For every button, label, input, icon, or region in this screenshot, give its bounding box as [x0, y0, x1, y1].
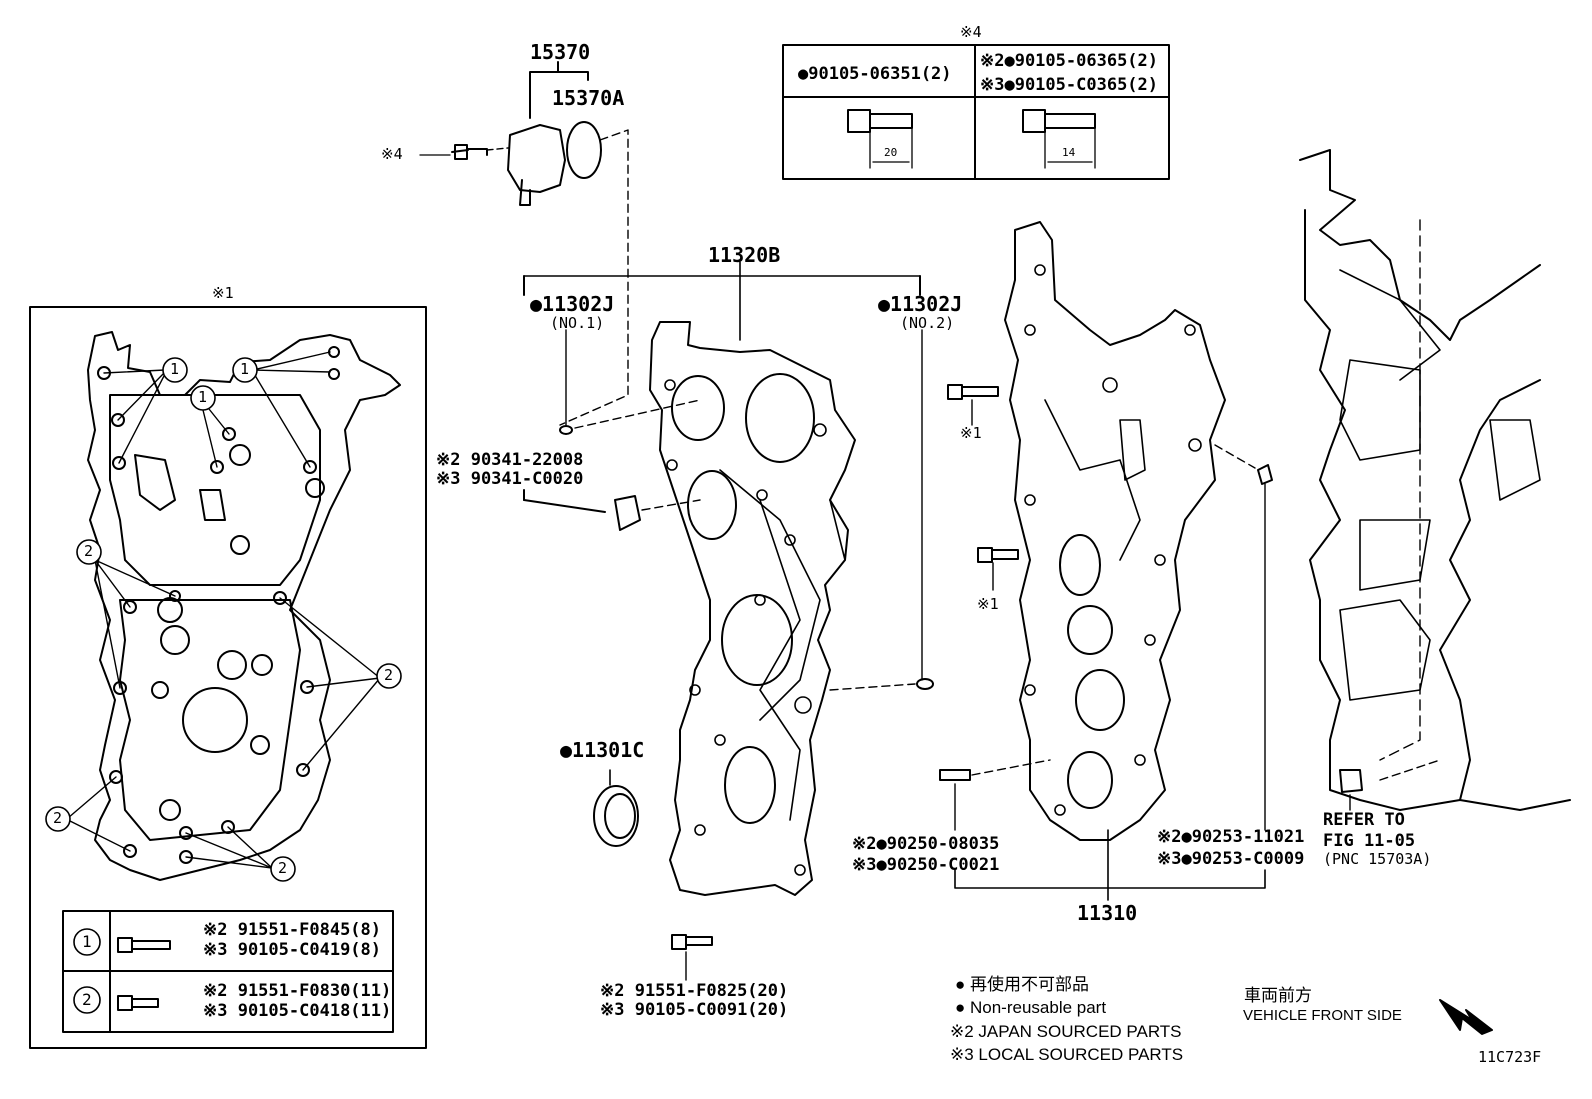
box4-right-dimension: 14: [1062, 146, 1076, 159]
part-11302J-no2[interactable]: ●11302J: [878, 292, 963, 316]
box1-row1-japan-part[interactable]: ※2 91551-F0845(8): [203, 920, 382, 940]
center-cover-outline: [649, 321, 856, 896]
callout-1-c: 1: [240, 360, 250, 378]
mark1-bolt-lower: ※1: [977, 595, 999, 613]
part-11310[interactable]: 11310: [1077, 901, 1138, 925]
part-15370[interactable]: 15370: [530, 40, 591, 64]
part-11301C[interactable]: ●11301C: [560, 738, 645, 762]
mark4-bolt-label: ※4: [381, 145, 403, 163]
callout-2-c: 2: [53, 809, 63, 827]
part-15370A[interactable]: 15370A: [552, 86, 625, 110]
part-11302J-no1-note: (NO.1): [550, 314, 605, 332]
part-11320B[interactable]: 11320B: [708, 243, 781, 267]
refer-line2[interactable]: FIG 11-05: [1323, 831, 1416, 851]
bottom-bolt-local-part[interactable]: ※3 90105-C0091(20): [600, 1000, 789, 1020]
table-row2-number: 2: [82, 990, 92, 1009]
refer-line3[interactable]: (PNC 15703A): [1323, 850, 1432, 868]
right-cover-outline: [1004, 221, 1226, 841]
callout-2-a: 2: [84, 542, 94, 560]
direction-jp: 車両前方: [1244, 986, 1312, 1005]
front-direction-arrow: [1439, 999, 1493, 1035]
box4-title: ※4: [960, 23, 982, 41]
plug-local-part[interactable]: ※3 90341-C0020: [436, 469, 584, 489]
bottom-bolt-japan-part[interactable]: ※2 91551-F0825(20): [600, 981, 789, 1001]
box1-cover-outline: [87, 331, 401, 881]
box4-left-part[interactable]: ●90105-06351(2): [798, 64, 952, 84]
mark1-bolt-upper: ※1: [960, 424, 982, 442]
plug2-local-part[interactable]: ※3●90253-C0009: [1157, 849, 1305, 869]
box1-title: ※1: [212, 284, 234, 302]
legend-local-sourced: ※3 LOCAL SOURCED PARTS: [950, 1045, 1184, 1064]
box1-row2-japan-part[interactable]: ※2 91551-F0830(11): [203, 981, 392, 1001]
direction-en: VEHICLE FRONT SIDE: [1243, 1007, 1402, 1024]
box4-right-japan-part[interactable]: ※2●90105-06365(2): [980, 51, 1159, 71]
part-11302J-no2-note: (NO.2): [900, 314, 955, 332]
box1-frame: [29, 306, 427, 1049]
engine-block-outline: [1299, 149, 1571, 811]
plug2-japan-part[interactable]: ※2●90253-11021: [1157, 827, 1305, 847]
legend-nonreusable-jp: ● 再使用不可部品: [955, 975, 1089, 994]
pin-local-part[interactable]: ※3●90250-C0021: [852, 855, 1000, 875]
callout-2-d: 2: [278, 859, 288, 877]
box4-left-dimension: 20: [884, 146, 898, 159]
legend-japan-sourced: ※2 JAPAN SOURCED PARTS: [950, 1022, 1182, 1041]
figure-code: 11C723F: [1478, 1048, 1542, 1066]
pin-japan-part[interactable]: ※2●90250-08035: [852, 834, 1000, 854]
callout-1-b: 1: [198, 388, 208, 406]
table-row1-number: 1: [82, 932, 92, 951]
box1-row1-local-part[interactable]: ※3 90105-C0419(8): [203, 940, 382, 960]
callout-1-a: 1: [170, 360, 180, 378]
plug-japan-part[interactable]: ※2 90341-22008: [436, 450, 584, 470]
refer-line1[interactable]: REFER TO: [1323, 810, 1405, 830]
part-11302J-no1[interactable]: ●11302J: [530, 292, 615, 316]
box4-right-local-part[interactable]: ※3●90105-C0365(2): [980, 75, 1159, 95]
callout-2-b: 2: [384, 666, 394, 684]
box1-row2-local-part[interactable]: ※3 90105-C0418(11): [203, 1001, 392, 1021]
legend-nonreusable-en: ● Non-reusable part: [955, 998, 1107, 1017]
